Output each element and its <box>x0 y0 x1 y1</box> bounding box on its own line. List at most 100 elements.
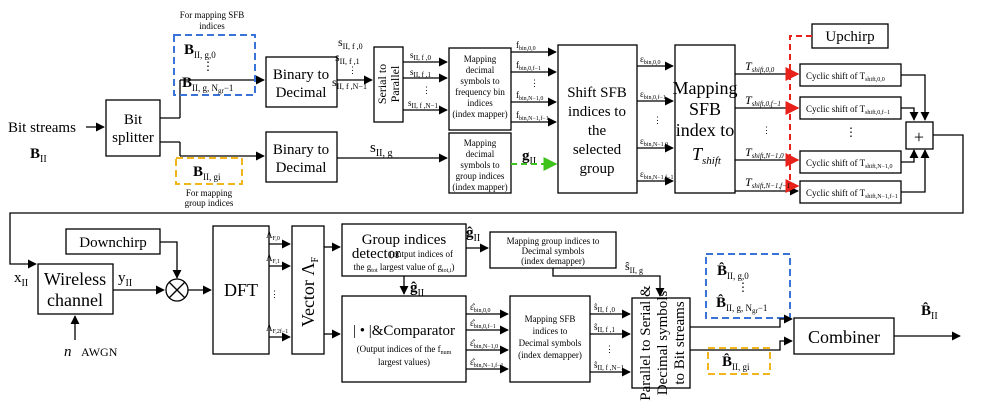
s2p-dots: ⋮ <box>422 85 431 95</box>
lambda-label-2: ΛF,2f−1 <box>266 323 288 335</box>
sfb-index-mapper-box <box>448 47 512 131</box>
sum-in-3 <box>901 149 930 193</box>
t-label-2: Tshift,N−1,0 <box>745 145 784 160</box>
mapper-grp-l1: Mapping <box>464 138 497 148</box>
summer-box <box>905 121 934 150</box>
sfb-note-line2: indices <box>199 21 225 31</box>
lambda-label-0: ΛF,0 <box>266 230 280 242</box>
shift-sfb-l5: group <box>580 161 615 177</box>
t-label-0: Tshift,0,0 <box>745 59 775 74</box>
upchirp-box <box>811 23 889 49</box>
mapper-sfb-l4: frequency bin <box>455 87 505 97</box>
sfb-bits-dashed-box <box>173 34 256 96</box>
demap-grp-l1: Mapping group indices to <box>507 236 600 246</box>
demap-sfb-l4: (index demapper) <box>518 350 582 360</box>
s2p-sub-0: sII, f ,0 <box>410 50 432 62</box>
s-dots: ⋮ <box>348 65 357 75</box>
shift-sfb-box <box>557 44 638 194</box>
mapper-sfb-l1: Mapping <box>464 54 497 64</box>
t-label-1: Tshift,0,f−1 <box>745 93 781 108</box>
sfb-bits-last: BII, g, Ngr−1 <box>182 75 233 95</box>
arrow-demap-grp-to-p2s <box>552 268 665 297</box>
bit-splitter-label: Bit <box>124 112 143 128</box>
mapper-grp-l4: group indices <box>456 171 505 181</box>
lambda-dots: ⋮ <box>270 289 279 299</box>
mapper-sfb-l3: symbols to <box>460 76 500 86</box>
eps-label-3: εbin,N−1,f−1 <box>640 169 674 181</box>
eps-hat-label-2: ε̂bin,N−1,0 <box>470 338 498 350</box>
p2s-box <box>631 297 691 389</box>
t-dots: ⋮ <box>762 125 771 135</box>
s2p-label-2: Parallel <box>388 65 402 102</box>
sfb-demapper-box <box>509 295 591 383</box>
s2p-sub-last: sII, f ,N−1 <box>408 98 439 110</box>
sum-in-2 <box>901 149 919 163</box>
wireless-l2: channel <box>47 290 103 310</box>
summer-plus: + <box>914 127 924 147</box>
b2d2-line1: Binary to <box>273 142 329 158</box>
comparator-note-1: (Output indices of the fnum <box>357 344 452 356</box>
demap-grp-l3: (index demapper) <box>521 256 585 266</box>
sfb-bits-first: BII, g,0 <box>184 42 216 60</box>
eps-hat-label-0: ε̂bin,0,0 <box>470 302 490 314</box>
demap-sfb-l1: Mapping SFB <box>525 314 576 324</box>
f-label-2: fbin,N−1,0 <box>516 90 543 102</box>
wireless-l1: Wireless <box>44 269 106 289</box>
bit-streams-label: Bit streams <box>8 120 76 136</box>
group-note-line2: group indices <box>185 198 234 208</box>
binary-to-decimal-box-1 <box>265 56 338 108</box>
input-bits-symbol: BII <box>30 146 47 165</box>
b2d1-line2: Decimal <box>276 85 327 101</box>
demap-sfb-l2: indices to <box>533 326 568 336</box>
eps-label-2: εbin,N−1,0 <box>640 136 668 148</box>
f-dots: ⋮ <box>530 78 539 88</box>
cyclic-label-3: Cyclic shift of Tshift,N−1,f−1 <box>806 188 898 200</box>
s2p-label: Serial to <box>375 64 389 104</box>
s-g-label: sII, g <box>370 140 393 159</box>
mapper-grp-l5: (index mapper) <box>452 182 507 192</box>
group-bits-symbol: BII, gi <box>193 164 221 182</box>
f-label-0: fbin,0,0 <box>516 40 536 52</box>
vector-lambda-box <box>291 225 325 355</box>
comparator-note-2: largest values) <box>378 357 430 367</box>
p2s-line3: to Bit streams <box>672 301 688 384</box>
arrow-p2s-to-combiner-1 <box>690 314 793 328</box>
wrap-line <box>9 134 964 269</box>
comparator-label: | • |&Comparator <box>353 323 455 339</box>
eps-label-1: εbin,0,f−1 <box>640 89 666 101</box>
cyclic-dots: ⋮ <box>845 125 857 139</box>
y-label: yII <box>118 270 132 289</box>
group-index-mapper-box <box>448 132 512 194</box>
shift-sfb-l3: the <box>588 123 607 139</box>
g-hat-label-mid: ĝII <box>410 280 424 299</box>
bit-splitter-box <box>105 99 161 157</box>
out-sfb-first: B̂II, g,0 <box>717 262 749 281</box>
vector-lambda-label: Vector ΛF <box>298 257 321 328</box>
s-label-1: sII, f ,1 <box>335 50 360 66</box>
p2s-line1: Parallel to Serial & <box>638 285 654 401</box>
group-demapper-box <box>489 231 617 269</box>
g-vector-label: gII <box>522 148 536 167</box>
s-hat-label-1: ŝII, f ,1 <box>594 322 616 334</box>
shift-sfb-l4: selected <box>573 142 622 158</box>
output-bits-symbol: B̂II <box>921 302 938 322</box>
comparator-box <box>341 295 467 383</box>
s-hat-label-0: ŝII, f ,0 <box>594 302 616 314</box>
wireless-channel-box <box>37 263 114 315</box>
binary-to-decimal-box-2 <box>265 131 338 183</box>
sfb-note-line1: For mapping SFB <box>180 10 245 20</box>
mapper-grp-l2: decimal <box>466 149 495 159</box>
detector-note-2: the gtot largest value of gtot,i) <box>354 262 455 274</box>
shift-sfb-l1: Shift SFB <box>567 85 627 101</box>
out-sfb-dots: ⋮ <box>737 280 749 294</box>
awgn-label: AWGN <box>81 345 118 359</box>
demap-grp-l2: Decimal symbols <box>522 246 585 256</box>
eps-dots: ⋮ <box>653 115 662 125</box>
sum-in-0 <box>901 74 930 121</box>
b2d1-line1: Binary to <box>273 67 329 83</box>
sfb-bits-dots: ⋮ <box>202 59 214 73</box>
group-note-line1: For mapping <box>186 188 233 198</box>
arrow-p2s-to-combiner-2 <box>690 336 793 351</box>
